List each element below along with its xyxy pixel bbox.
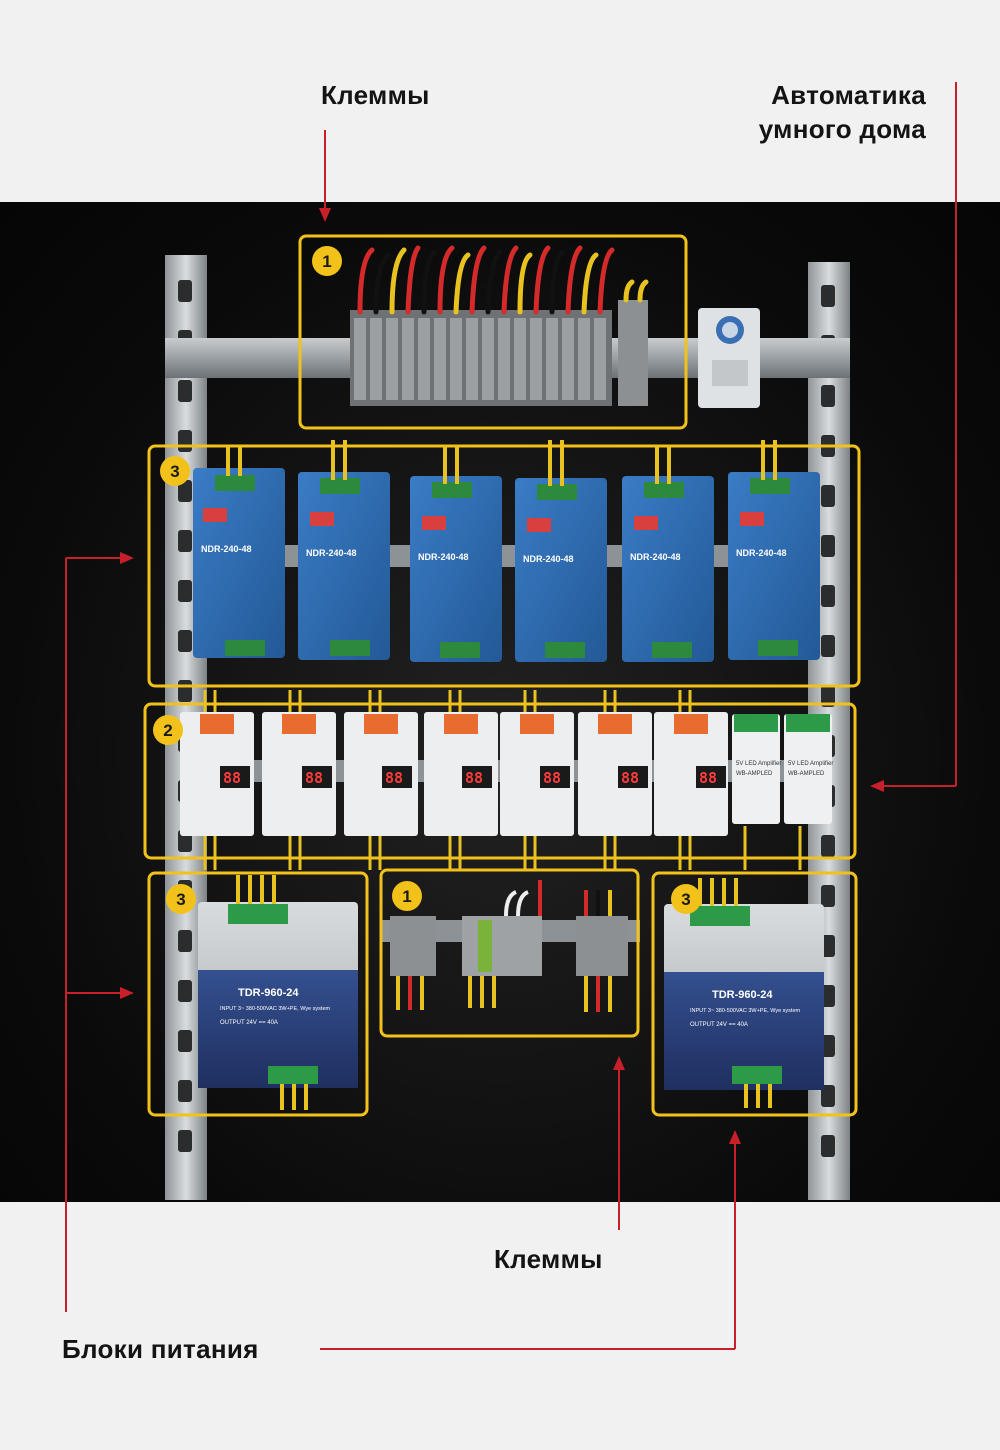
badge-3-left-text: 3 — [176, 890, 185, 909]
ndr-model-label: NDR-240-48 — [418, 552, 469, 562]
terminal-block-middle — [390, 880, 628, 1012]
ndr-psu — [728, 472, 820, 660]
tdr-input-label: INPUT 3~ 380-500VAC 3W+PE, Wye system — [690, 1008, 801, 1014]
tdr-model-label: TDR-960-24 — [712, 989, 773, 1001]
din-rail-psu — [200, 545, 820, 567]
frame-top-terminals — [298, 234, 688, 430]
badge-3-psu-text: 3 — [170, 462, 179, 481]
amp-model: WB-AMPLED — [788, 771, 825, 777]
driver-display: 88 — [465, 769, 483, 787]
arrowhead-automation — [870, 780, 884, 792]
badge-1-top-text: 1 — [322, 252, 331, 271]
tdr-output-label: OUTPUT 24V == 40A — [690, 1022, 748, 1028]
label-terminals-bottom: Клеммы — [494, 1244, 603, 1274]
ndr-psu — [193, 468, 285, 658]
tdr-psu-left: TDR-960-24 INPUT 3~ 380-500VAC 3W+PE, Wy… — [198, 875, 358, 1110]
amp-model: WB-AMPLED — [736, 771, 773, 777]
driver-display: 88 — [385, 769, 403, 787]
badge-2-drivers-text: 2 — [163, 721, 172, 740]
ndr-psu — [515, 478, 607, 662]
tdr-model-label: TDR-960-24 — [238, 987, 299, 999]
ndr-model-label: NDR-240-48 — [306, 548, 357, 558]
ndr-psu — [622, 476, 714, 662]
badge-3-right — [671, 884, 701, 914]
arrowhead-terminals-bottom — [613, 1056, 625, 1070]
driver-display: 88 — [223, 769, 241, 787]
ndr-psu — [298, 472, 390, 660]
tdr-input-label: INPUT 3~ 380-500VAC 3W+PE, Wye system — [220, 1006, 331, 1012]
badge-1-mid — [392, 881, 422, 911]
ndr-power-supplies: NDR-240-48 NDR-240-48 NDR-240-48 NDR-240… — [193, 440, 820, 662]
arrowhead-psu-top — [120, 552, 134, 564]
amp-label: 5V LED Amplifier — [736, 761, 781, 767]
led-amplifier: 5V LED Amplifier WB-AMPLED 5V LED Amplif… — [732, 714, 833, 824]
leader-lines — [65, 82, 957, 1350]
tdr-psu-right: TDR-960-24 INPUT 3~ 380-500VAC 3W+PE, Wy… — [664, 878, 824, 1108]
ndr-psu — [410, 476, 502, 662]
frame-psu-bottom-right — [651, 871, 858, 1117]
driver-display: 88 — [699, 769, 717, 787]
ndr-model-label: NDR-240-48 — [630, 552, 681, 562]
arrowhead-psu-right — [729, 1130, 741, 1144]
label-automation-line2: умного дома — [758, 114, 926, 144]
ndr-model-label: NDR-240-48 — [736, 548, 787, 558]
led-drivers: 88 88 88 88 88 88 88 5V LED Amplifier WB… — [180, 690, 833, 870]
label-power-supplies: Блоки питания — [62, 1334, 259, 1364]
frame-mid-terminals — [379, 868, 640, 1038]
amp-label: 5V LED Amplifier — [788, 761, 833, 767]
thermostat — [698, 308, 760, 408]
highlight-frames — [143, 234, 861, 1117]
driver-display: 88 — [621, 769, 639, 787]
frame-psu-bottom-left — [147, 871, 369, 1117]
tdr-output-label: OUTPUT 24V == 40A — [220, 1020, 278, 1026]
label-terminals-top: Клеммы — [321, 80, 430, 110]
frame-drivers-row — [143, 702, 857, 860]
badge-1-top — [312, 246, 342, 276]
driver-display: 88 — [305, 769, 323, 787]
frame-psu-row — [147, 444, 861, 688]
badge-2-drivers — [153, 715, 183, 745]
badge-3-left — [166, 884, 196, 914]
ndr-model-label: NDR-240-48 — [523, 554, 574, 564]
driver-display: 88 — [543, 769, 561, 787]
label-automation-line1: Автоматика — [771, 80, 926, 110]
badge-3-psu — [160, 456, 190, 486]
badge-1-mid-text: 1 — [402, 887, 411, 906]
terminal-block-top — [350, 245, 649, 406]
arrowhead-terminals-top — [319, 208, 331, 222]
badge-3-right-text: 3 — [681, 890, 690, 909]
ndr-model-label: NDR-240-48 — [201, 544, 252, 554]
arrowhead-psu-bottom-left — [120, 987, 134, 999]
